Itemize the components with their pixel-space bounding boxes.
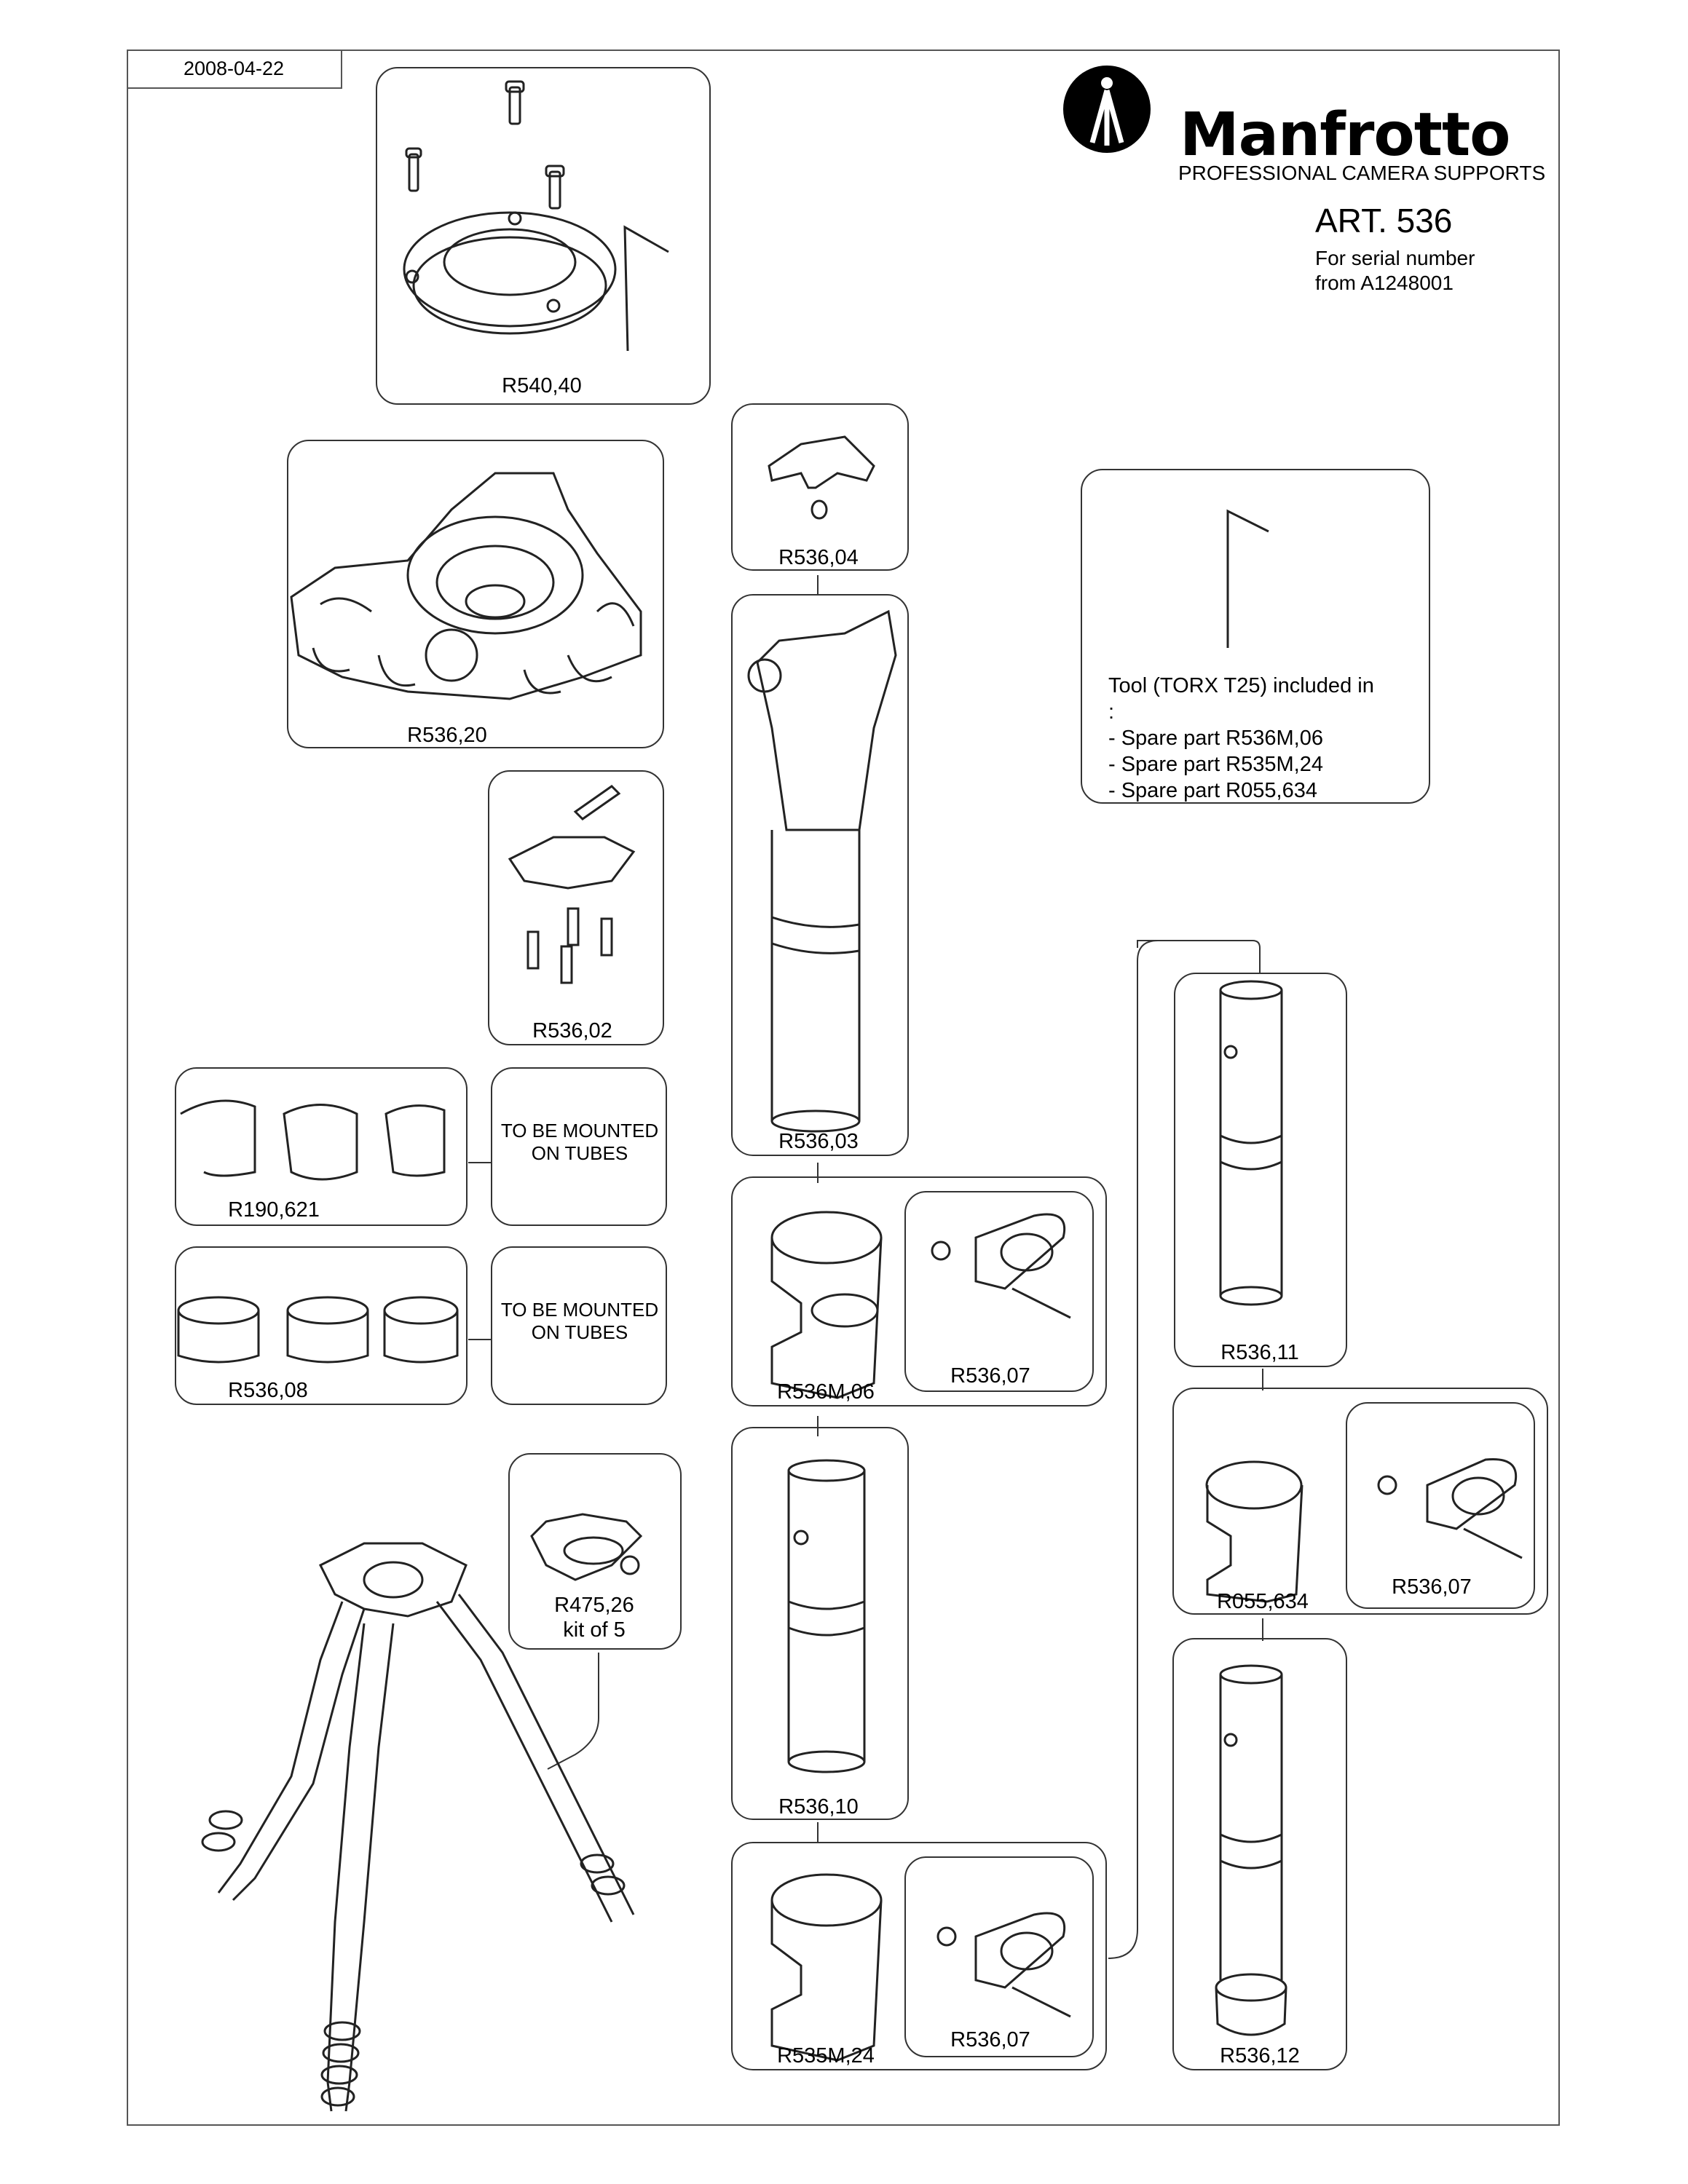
- note-box-tubes-2: [491, 1246, 667, 1405]
- part-box-r536m-06: [731, 1176, 1107, 1406]
- part-label-r475-26-sub: kit of 5: [563, 1618, 626, 1642]
- lower-tube-11-drawing: [1219, 980, 1283, 1306]
- part-label-r536-07-a: R536,07: [950, 1364, 1030, 1388]
- page-frame: [127, 50, 1560, 2126]
- part-label-r535m-24: R535M,24: [777, 2044, 875, 2068]
- upper-leg-drawing: [747, 609, 897, 1133]
- tripod-assembly-drawing: [201, 1542, 635, 2112]
- manfrotto-logo-icon: [1063, 66, 1151, 153]
- torx-key-drawing: [1226, 509, 1269, 648]
- part-box-r536-03: [731, 594, 909, 1156]
- clamp-lever-b-drawing: [1377, 1457, 1523, 1559]
- tool-note-title: Tool (TORX T25) included in: [1108, 674, 1374, 697]
- lower-tube-12-drawing: [1215, 1664, 1287, 2036]
- part-box-r475-26: [508, 1453, 682, 1650]
- part-label-r536-08: R536,08: [228, 1379, 308, 1402]
- tool-note-colon: :: [1108, 700, 1115, 724]
- part-box-r190-621: [175, 1067, 468, 1226]
- leg-clamp-634-drawing: [1205, 1460, 1304, 1603]
- part-label-r190-621: R190,621: [228, 1198, 320, 1222]
- part-box-r536-07-b: [1346, 1402, 1535, 1609]
- part-label-r536-10: R536,10: [778, 1795, 859, 1819]
- part-label-r536-02: R536,02: [532, 1019, 612, 1042]
- date-stamp: 2008-04-22: [127, 50, 342, 89]
- clamp-lever-c-drawing: [936, 1912, 1071, 2018]
- part-box-r536-11: [1174, 973, 1347, 1367]
- serial-line-1: For serial number: [1315, 247, 1475, 269]
- brand-name: Manfrotto: [1180, 100, 1510, 170]
- note-tubes-2-line1: TO BE MOUNTED: [500, 1299, 659, 1321]
- part-box-r536-12: [1172, 1638, 1347, 2070]
- part-label-r475-26: R475,26 kit of 5: [554, 1593, 634, 1642]
- part-label-r536-11: R536,11: [1220, 1341, 1299, 1364]
- part-box-r536-10: [731, 1427, 909, 1820]
- part-box-r536-02: [488, 770, 664, 1045]
- note-tubes-1-line2: ON TUBES: [531, 1142, 628, 1164]
- leg-ring-kit-drawing: [530, 1513, 643, 1581]
- serial-line-2: from A1248001: [1315, 272, 1454, 294]
- cap-piece-drawing: [768, 435, 875, 520]
- bracket-screws-drawing: [508, 785, 636, 984]
- serial-info: For serial number from A1248001: [1315, 246, 1475, 296]
- part-box-r536-08: [175, 1246, 468, 1405]
- part-label-r536-07-b: R536,07: [1392, 1575, 1472, 1599]
- part-box-r535m-24: [731, 1842, 1107, 2070]
- part-label-r540-40: R540,40: [502, 374, 582, 397]
- article-number: ART. 536: [1315, 202, 1453, 240]
- lower-tube-10-drawing: [787, 1459, 866, 1773]
- part-label-r475-26-code: R475,26: [554, 1594, 634, 1617]
- tool-note: Tool (TORX T25) included in : - Spare pa…: [1108, 673, 1374, 804]
- part-box-r536-20: [287, 440, 664, 748]
- note-tubes-1-line1: TO BE MOUNTED: [500, 1120, 659, 1142]
- note-box-tubes-1: [491, 1067, 667, 1226]
- part-box-r536-07-a: [904, 1191, 1094, 1392]
- part-label-r536-07-c: R536,07: [950, 2028, 1030, 2052]
- part-label-r536m-06: R536M,06: [777, 1380, 875, 1404]
- tool-note-item: - Spare part R055,634: [1108, 779, 1317, 802]
- part-label-r536-12: R536,12: [1220, 2044, 1300, 2068]
- part-box-r536-04: [731, 403, 909, 571]
- shims-621-drawing: [180, 1099, 446, 1181]
- shims-608-drawing: [177, 1296, 459, 1364]
- connector-lines: [468, 575, 1263, 1959]
- part-label-r536-20: R536,20: [407, 724, 487, 747]
- part-label-r055-634: R055,634: [1217, 1590, 1309, 1613]
- note-tubes-2-line2: ON TUBES: [531, 1321, 628, 1343]
- leg-clamp-24-drawing: [770, 1873, 883, 2062]
- note-tubes-1: TO BE MOUNTED ON TUBES: [501, 1120, 658, 1165]
- part-label-r536-03: R536,03: [778, 1130, 859, 1153]
- mounting-plate-drawing: [403, 80, 669, 352]
- part-box-r540-40: [376, 67, 711, 405]
- brand-tagline: PROFESSIONAL CAMERA SUPPORTS: [1178, 162, 1546, 184]
- part-label-r536-04: R536,04: [778, 546, 859, 569]
- spider-hub-drawing: [290, 472, 642, 700]
- note-tubes-2: TO BE MOUNTED ON TUBES: [501, 1299, 658, 1344]
- tool-note-item: - Spare part R536M,06: [1108, 727, 1323, 750]
- part-box-tool-note: [1081, 469, 1430, 804]
- part-box-r055-634: [1172, 1388, 1548, 1615]
- clamp-lever-a-drawing: [931, 1213, 1071, 1319]
- leg-clamp-606-drawing: [770, 1211, 883, 1399]
- part-box-r536-07-c: [904, 1856, 1094, 2057]
- tool-note-item: - Spare part R535M,24: [1108, 753, 1323, 776]
